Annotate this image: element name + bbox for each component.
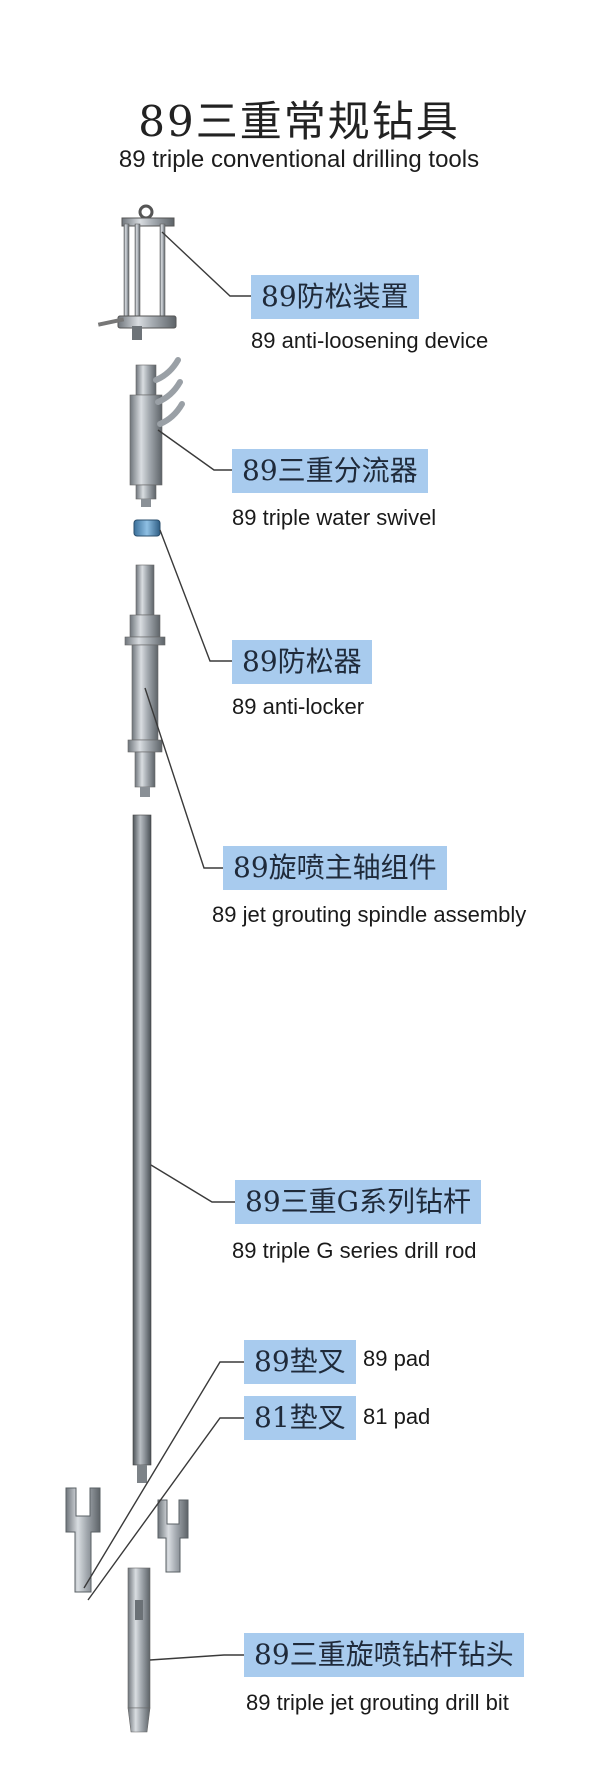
label-drill-bit-en: 89 triple jet grouting drill bit (246, 1690, 509, 1715)
water-swivel-drawing (129, 357, 185, 507)
leader-line-drill-rod (150, 1164, 235, 1203)
label-pad-81-cn: 81垫叉 (244, 1396, 356, 1440)
label-anti-loosening-device-cn: 89防松装置 (251, 275, 419, 319)
leader-line-pad-89 (83, 1361, 244, 1589)
label-anti-locker-en: 89 anti-locker (232, 694, 365, 719)
drill-bit-drawing (127, 1567, 151, 1733)
label-anti-locker-cn: 89防松器 (232, 640, 372, 684)
label-anti-loosening-device-en: 89 anti-loosening device (251, 328, 489, 353)
spindle-assembly-drawing (124, 564, 166, 797)
label-drill-rod-en: 89 triple G series drill rod (232, 1238, 477, 1263)
label-spindle-assembly-cn: 89旋喷主轴组件 (223, 846, 447, 890)
label-pad-81-en: 81 pad (363, 1404, 431, 1429)
leader-lines (83, 231, 251, 1661)
anti-locker-ring-drawing (133, 519, 161, 537)
pad-81-drawing (157, 1499, 189, 1573)
leader-line-spindle (144, 687, 223, 869)
leader-line-water-swivel (157, 429, 232, 471)
leader-line-drill-bit (149, 1654, 244, 1661)
label-water-swivel-en: 89 triple water swivel (232, 505, 437, 530)
pad-89-drawing (65, 1487, 101, 1593)
label-pad-89-cn: 89垫叉 (244, 1340, 356, 1384)
page-title: 89三重常规钻具 (138, 97, 460, 146)
label-drill-rod-cn: 89三重G系列钻杆 (235, 1180, 481, 1224)
page-subtitle: 89 triple conventional drilling tools (118, 146, 480, 173)
leader-line-anti-locker (159, 529, 232, 662)
drill-rod-drawing (132, 814, 152, 1483)
leader-line-anti-loosening (161, 231, 251, 297)
label-drill-bit-cn: 89三重旋喷钻杆钻头 (244, 1633, 524, 1677)
label-water-swivel-cn: 89三重分流器 (232, 449, 428, 493)
label-pad-89-en: 89 pad (363, 1346, 431, 1371)
label-spindle-assembly-en: 89 jet grouting spindle assembly (212, 902, 527, 927)
anti-loosening-device-drawing (97, 204, 177, 340)
leader-line-pad-81 (87, 1417, 244, 1601)
